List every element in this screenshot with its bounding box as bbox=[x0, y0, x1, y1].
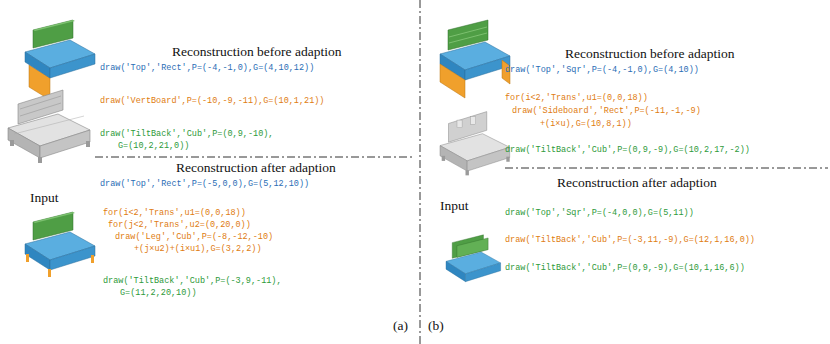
program-line: draw('Top','Rect',P=(-4,-1,0),G=(4,10,12… bbox=[100, 64, 314, 74]
program-line: G=(10,2,21,0)) bbox=[118, 142, 189, 152]
section-heading: Reconstruction after adaption bbox=[176, 160, 336, 176]
bed-model bbox=[440, 20, 510, 98]
input-label: Input bbox=[30, 190, 59, 206]
program-line: draw('Top','Sqr',P=(-4,-1,0),G=(4,10)) bbox=[505, 66, 699, 76]
bed-model bbox=[446, 235, 501, 282]
section-divider bbox=[95, 157, 412, 158]
section-heading: Reconstruction before adaption bbox=[565, 46, 734, 62]
bed-model bbox=[25, 20, 95, 100]
program-line: draw('Top','Rect',P=(-5,0,0),G=(5,12,10)… bbox=[100, 180, 309, 190]
section-heading: Reconstruction before adaption bbox=[172, 44, 341, 60]
bed-model bbox=[25, 212, 95, 277]
program-line: draw('Top','Sqr',P=(-4,0,0),G=(5,11)) bbox=[505, 209, 694, 219]
program-line: draw('Sideboard','Rect',P=(-11,-1,-9) bbox=[512, 107, 701, 117]
program-line: draw('TiltBack','Cub',P=(-3,9,-11), bbox=[103, 277, 282, 287]
program-line: G=(11,2,20,10)) bbox=[120, 289, 197, 299]
bed-model bbox=[440, 112, 510, 176]
program-line: draw('TiltBack','Cub',P=(0,9,-10), bbox=[100, 130, 273, 140]
program-line: draw('TiltBack','Cub',P=(0,9,-9),G=(10,2… bbox=[505, 146, 750, 156]
section-divider bbox=[505, 168, 828, 169]
program-line: draw('TiltBack','Cub',P=(-3,11,-9),G=(12… bbox=[505, 236, 755, 246]
program-line: draw('TiltBack','Cub',P=(0,9,-9),G=(10,1… bbox=[505, 264, 745, 274]
program-line: for(i<2,'Trans',u1=(0,0,18)) bbox=[505, 94, 648, 104]
program-line: draw('Leg','Cub',P=(-8,-12,-10) bbox=[115, 233, 273, 243]
section-heading: Reconstruction after adaption bbox=[557, 175, 717, 191]
program-line: for(i<2,'Trans',u1=(0,0,18)) bbox=[103, 209, 246, 219]
program-line: +(j×u2)+(i×u1),G=(3,2,2)) bbox=[134, 245, 262, 255]
input-label: Input bbox=[440, 198, 469, 214]
program-line: draw('VertBoard',P=(-10,-9,-11),G=(10,1,… bbox=[100, 97, 324, 107]
panel-label: (a) bbox=[393, 318, 408, 334]
program-line: +(i×u),G=(10,8,1)) bbox=[540, 120, 632, 130]
program-line: for(j<2,'Trans',u2=(0,20,0)) bbox=[108, 221, 251, 231]
panel-divider bbox=[420, 0, 421, 344]
bed-model bbox=[8, 90, 90, 163]
panel-label: (b) bbox=[428, 318, 444, 334]
